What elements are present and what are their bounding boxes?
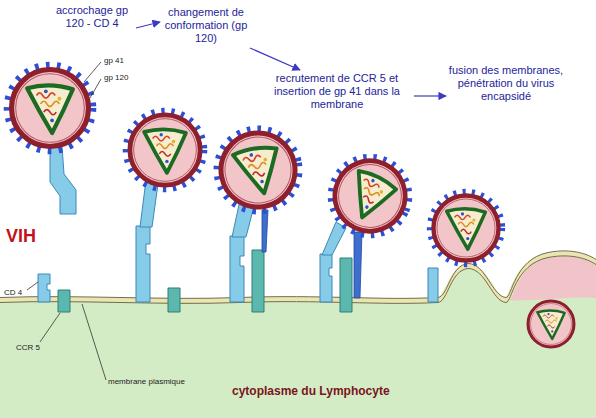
cytoplasm — [0, 253, 596, 418]
cd4-receptor — [428, 268, 438, 302]
step-arrow — [250, 48, 300, 70]
leader-line — [84, 62, 101, 82]
virus-name: VIH — [6, 226, 36, 247]
region-label: cytoplasme du Lymphocyte — [232, 384, 390, 398]
part-label: CD 4 — [4, 288, 22, 298]
part-label: gp 120 — [104, 73, 128, 83]
ccr5-receptor — [58, 290, 70, 312]
membrane-line — [0, 251, 596, 298]
virus — [211, 123, 306, 218]
leader-line — [82, 304, 106, 380]
step-label: fusion des membranes, pénétration du vir… — [448, 64, 564, 103]
virus — [430, 192, 502, 264]
step-label: recrutement de CCR 5 et insertion de gp … — [262, 72, 412, 111]
ccr5-receptor — [340, 258, 352, 312]
cd4-receptor — [136, 226, 150, 302]
ccr5-receptor — [252, 250, 264, 312]
leader-line — [90, 79, 101, 98]
virus — [7, 65, 92, 150]
ccr5-receptors — [58, 250, 352, 312]
step-label: accrochage gp 120 - CD 4 — [48, 4, 136, 30]
part-label: CCR 5 — [16, 343, 40, 353]
membrane-line — [0, 256, 596, 303]
step-arrow — [136, 22, 160, 28]
part-label: membrane plasmique — [108, 377, 185, 387]
virus-capsid-entered — [528, 301, 574, 347]
cd4-receptor — [230, 236, 244, 302]
plasma-membrane — [0, 253, 596, 300]
step-label: changement de conformation (gp 120) — [158, 6, 254, 45]
leader-lines — [27, 62, 106, 380]
leader-line — [40, 313, 60, 342]
gp120-stalk — [50, 146, 76, 214]
part-label: gp 41 — [104, 56, 124, 66]
cd4-receptor — [320, 254, 332, 302]
ccr5-receptor — [168, 288, 180, 312]
gp41-insertion — [354, 232, 362, 298]
cd4-receptor — [38, 274, 50, 302]
step-arrow — [414, 95, 446, 96]
virus — [318, 144, 422, 248]
leader-line — [27, 282, 38, 290]
gp41 — [262, 210, 268, 252]
step-arrows — [136, 22, 446, 96]
virus — [126, 111, 204, 189]
